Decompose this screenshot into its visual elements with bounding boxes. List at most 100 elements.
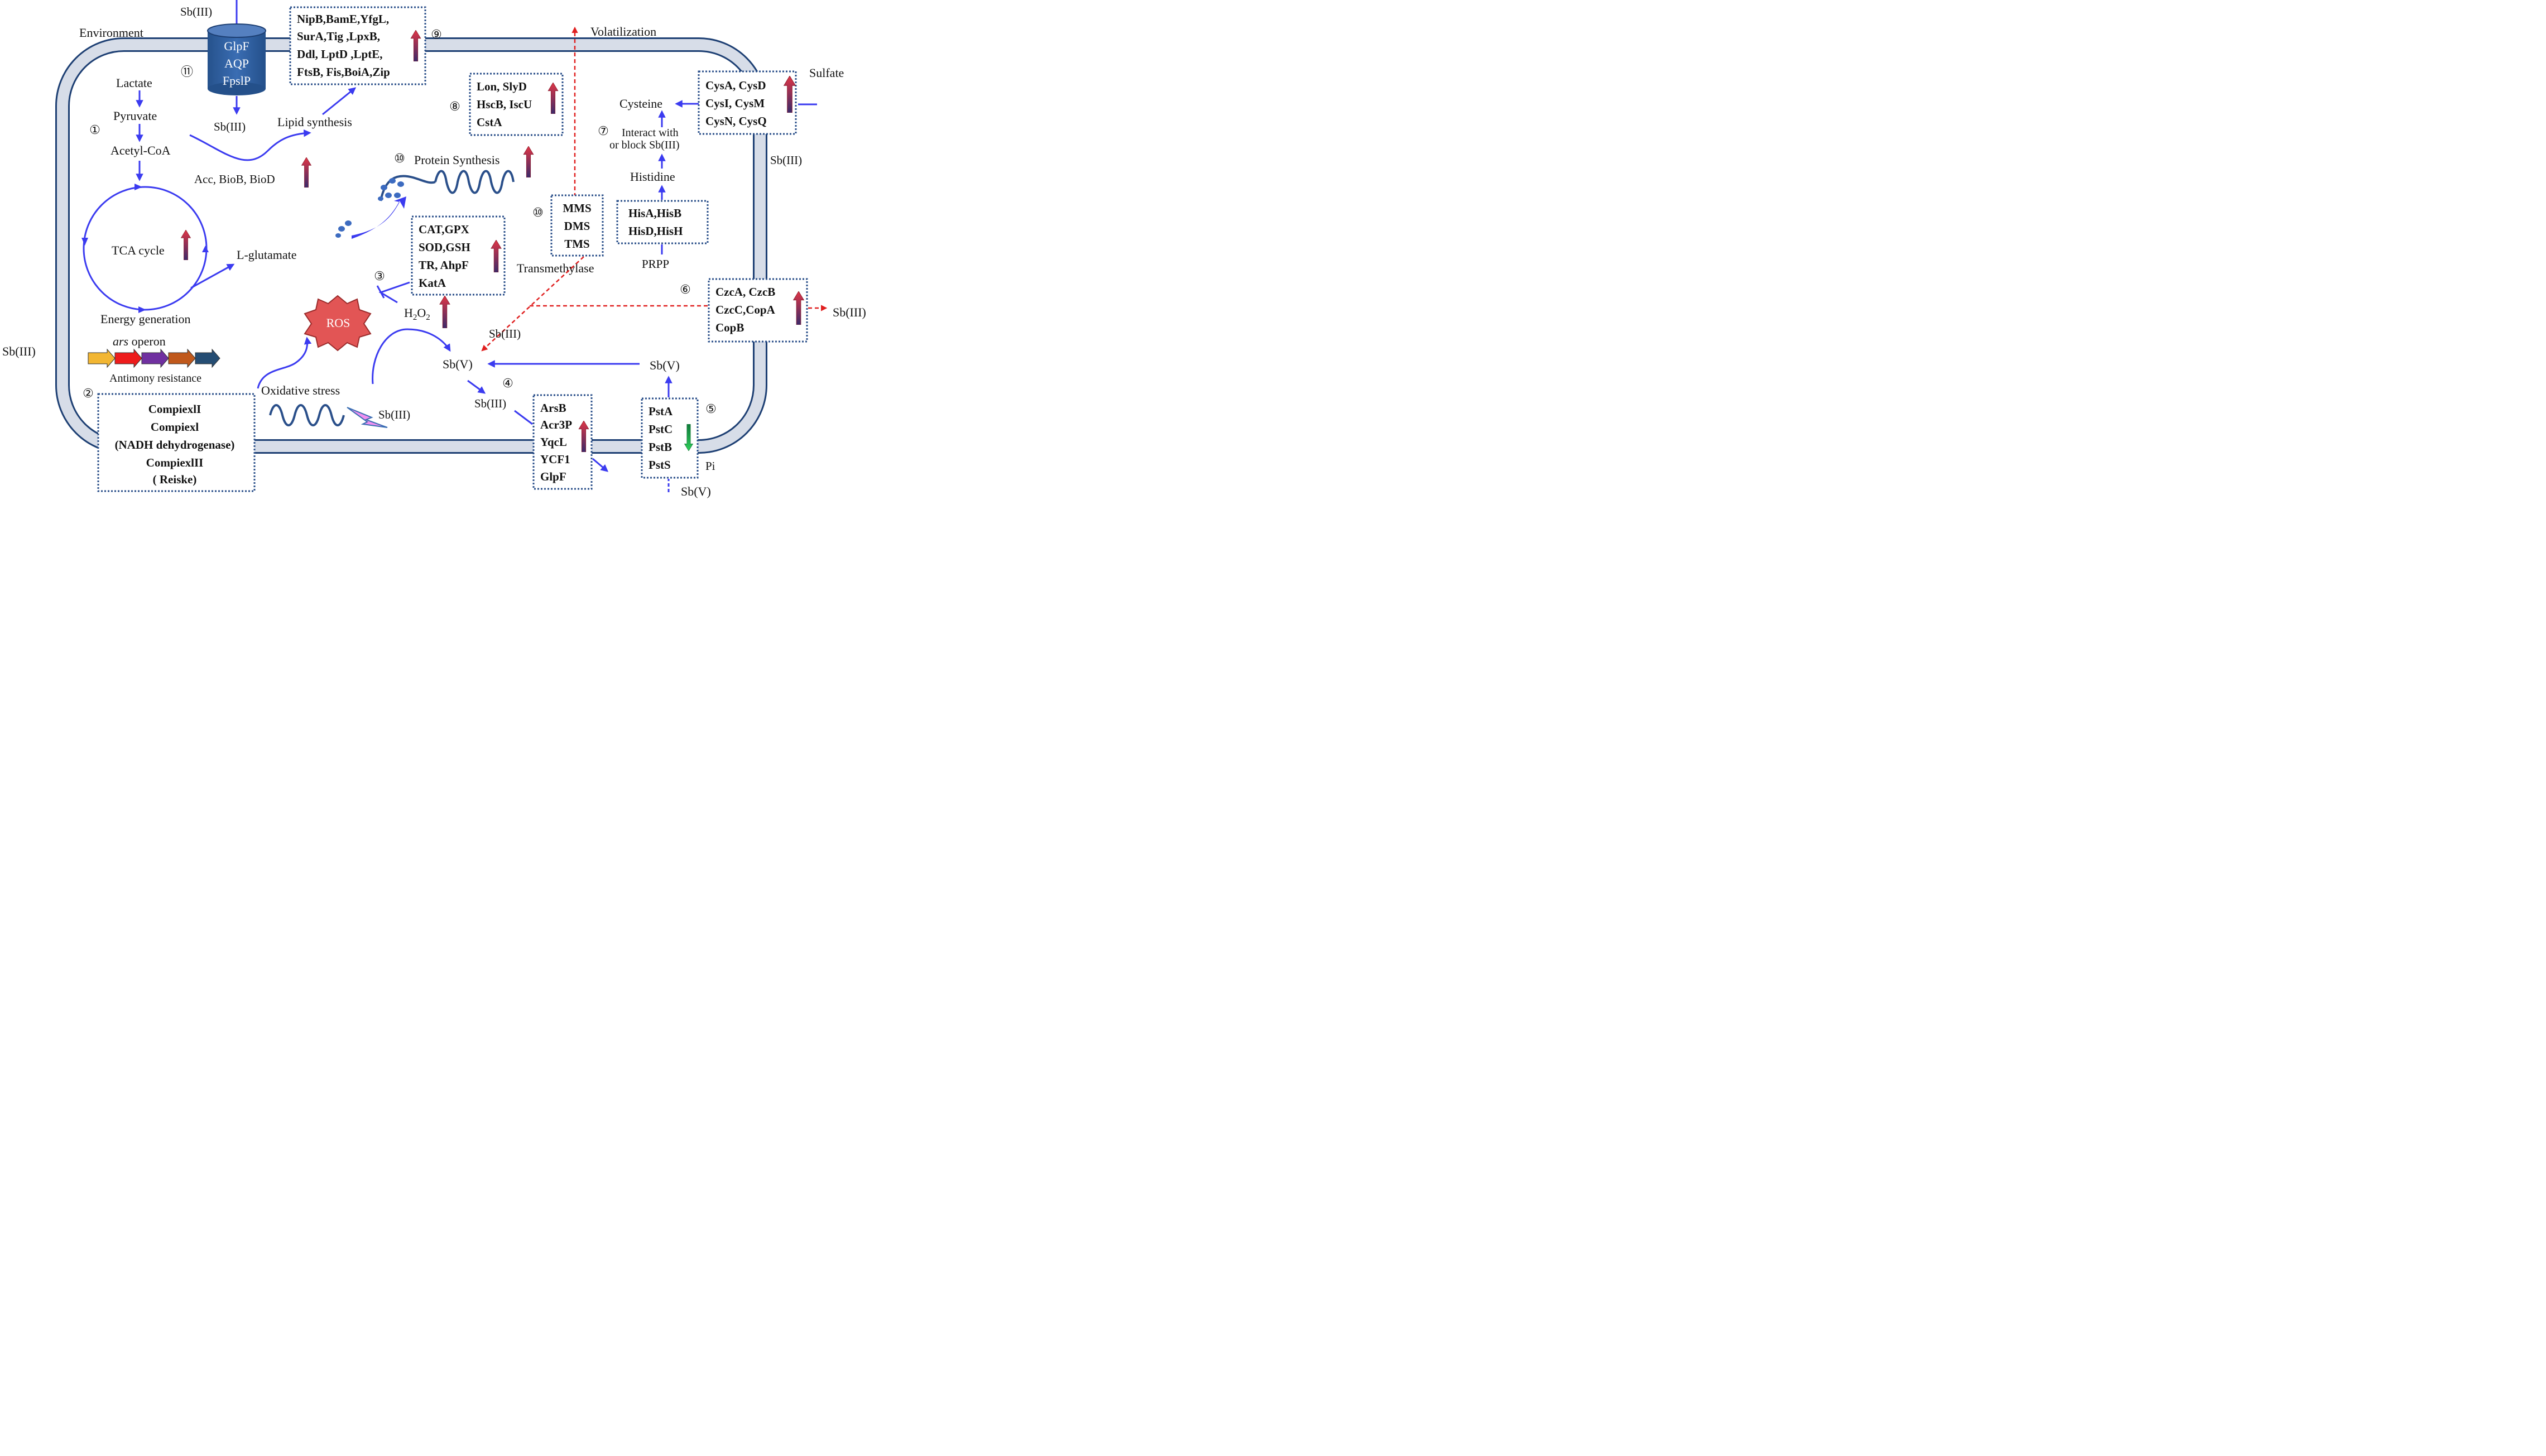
box8-line-1: Lon, SlyD (477, 80, 527, 93)
box8-line-3: CstA (477, 116, 502, 129)
sb3-efflux-label: Sb(III) (474, 397, 506, 410)
methyl-line-1: MMS (563, 201, 591, 215)
complex-line-1: CompiexlI (148, 402, 201, 416)
sb3-left-label: Sb(III) (2, 344, 36, 358)
lipid-to-box9-arrow (322, 87, 357, 116)
interact-line-2: or block Sb(III) (609, 139, 680, 151)
sb5-bottom-label: Sb(V) (681, 484, 711, 498)
diagram-svg: Sb(III) Environment GlpF AQP FpslP ⑪ Sb(… (2, 0, 866, 498)
glutamate-label: L-glutamate (237, 248, 297, 262)
pst-line-2: PstC (648, 422, 672, 436)
box9-line-1: NipB,BamE,YfgL, (297, 12, 389, 26)
sb3-mid-label: Sb(III) (489, 327, 521, 340)
number-9: ⑨ (431, 27, 442, 41)
box9-line-4: FtsB, Fis,BoiA,Zip (297, 65, 390, 79)
ros-label: ROS (326, 316, 350, 330)
cys-line-2: CysI, CysM (705, 97, 765, 110)
efflux-line-5: GlpF (540, 470, 566, 483)
transmethylase-label: Transmethylase (517, 261, 594, 275)
lightning-bolt (347, 407, 388, 428)
oxidative-sb3: Sb(III) (378, 408, 410, 421)
sb5-to-sb3-reduction-arrow (467, 379, 486, 394)
number-10-protein: ⑩ (394, 151, 405, 165)
pst-line-1: PstA (648, 405, 673, 418)
number-2: ② (83, 386, 94, 400)
number-3: ③ (374, 269, 385, 283)
channel-line-2: AQP (224, 56, 249, 70)
number-10-methyl: ⑩ (532, 205, 544, 219)
cys-line-1: CysA, CysD (705, 79, 766, 92)
ars-caption: Antimony resistance (109, 372, 201, 385)
cysteine-label: Cysteine (619, 97, 662, 110)
ros-star (304, 295, 372, 352)
energy-label: Energy generation (100, 312, 190, 326)
box-cys-sulfate-uptake (698, 70, 797, 135)
box-czc-efflux (708, 278, 808, 343)
sb5-mid-label: Sb(V) (443, 357, 473, 371)
antiox-line-3: TR, AhpF (419, 258, 469, 272)
antiox-line-2: SOD,GSH (419, 241, 470, 254)
complex-line-5: ( Reiske) (153, 473, 197, 486)
efflux-line-2: Acr3P (540, 418, 572, 431)
lipid-label: Lipid synthesis (277, 115, 352, 129)
channel-line-1: GlpF (224, 39, 249, 53)
acetylcoa-to-lipid-arrow (189, 129, 311, 161)
czc-line-2: CzcC,CopA (715, 303, 776, 316)
h2o2-inhibition-line (378, 281, 410, 304)
box-methylation (550, 194, 604, 257)
oxidative-label: Oxidative stress (261, 383, 340, 397)
protein-up-arrow (523, 146, 534, 177)
prpp-label: PRPP (642, 257, 669, 271)
complex-line-3: (NADH dehydrogenase) (115, 438, 235, 451)
antiox-line-1: CAT,GPX (419, 223, 469, 236)
box8-line-2: HscB, IscU (477, 98, 532, 111)
number-6: ⑥ (680, 282, 691, 296)
tca-label: TCA cycle (112, 243, 165, 257)
acc-up-arrow (301, 157, 311, 188)
complex-line-4: CompiexlII (146, 456, 204, 469)
sb5-right-label: Sb(V) (650, 358, 680, 372)
number-11: ⑪ (181, 65, 193, 79)
interact-line-1: Interact with (622, 127, 679, 139)
amino-acid-dots (335, 178, 404, 238)
sb3-export-right: Sb(III) (833, 305, 866, 319)
pst-line-3: PstB (648, 440, 672, 454)
box-antioxidant (411, 215, 506, 296)
number-8: ⑧ (449, 99, 460, 113)
number-4: ④ (502, 376, 513, 390)
sulfate-label: Sulfate (809, 66, 844, 80)
methyl-line-2: DMS (564, 219, 590, 233)
box9-line-2: SurA,Tig ,LpxB, (297, 30, 380, 43)
tca-up-arrow (181, 230, 191, 260)
tca-cycle (81, 184, 209, 313)
sb3-channel-inside: Sb(III) (214, 120, 246, 133)
ars-operon-genes (88, 348, 220, 368)
stress-to-ros-arrow (257, 337, 312, 389)
sb3-top-label: Sb(III) (180, 5, 212, 18)
lactate-label: Lactate (116, 76, 152, 90)
antiox-line-4: KatA (419, 276, 446, 290)
box-his-biosynthesis (616, 200, 709, 244)
protein-flow-arrow (352, 196, 406, 239)
pi-label: Pi (705, 459, 715, 473)
efflux-out-arrow (592, 458, 609, 472)
number-1: ① (89, 123, 100, 137)
box-respiratory-complexes (97, 393, 256, 492)
sb3-to-efflux-line (514, 410, 533, 425)
ars-operon-label: ars operon (113, 334, 166, 348)
his-line-1: HisA,HisB (628, 206, 681, 220)
channel-line-3: FpslP (223, 74, 251, 88)
environment-label: Environment (79, 26, 143, 40)
inhibition-bar (376, 285, 385, 299)
methyl-line-3: TMS (564, 237, 590, 251)
stress-to-sb5-arrow (372, 328, 451, 385)
cys-line-3: CysN, CysQ (705, 114, 767, 128)
pyruvate-label: Pyruvate (113, 109, 157, 123)
czc-line-1: CzcA, CzcB (715, 285, 775, 299)
his-line-2: HisD,HisH (628, 224, 683, 238)
czc-line-3: CopB (715, 321, 744, 334)
glpf-channel: GlpF AQP FpslP (207, 23, 266, 95)
efflux-line-4: YCF1 (540, 453, 570, 466)
complex-line-2: Compiexl (151, 420, 199, 434)
methyl-to-sb3-dashed (481, 256, 584, 352)
